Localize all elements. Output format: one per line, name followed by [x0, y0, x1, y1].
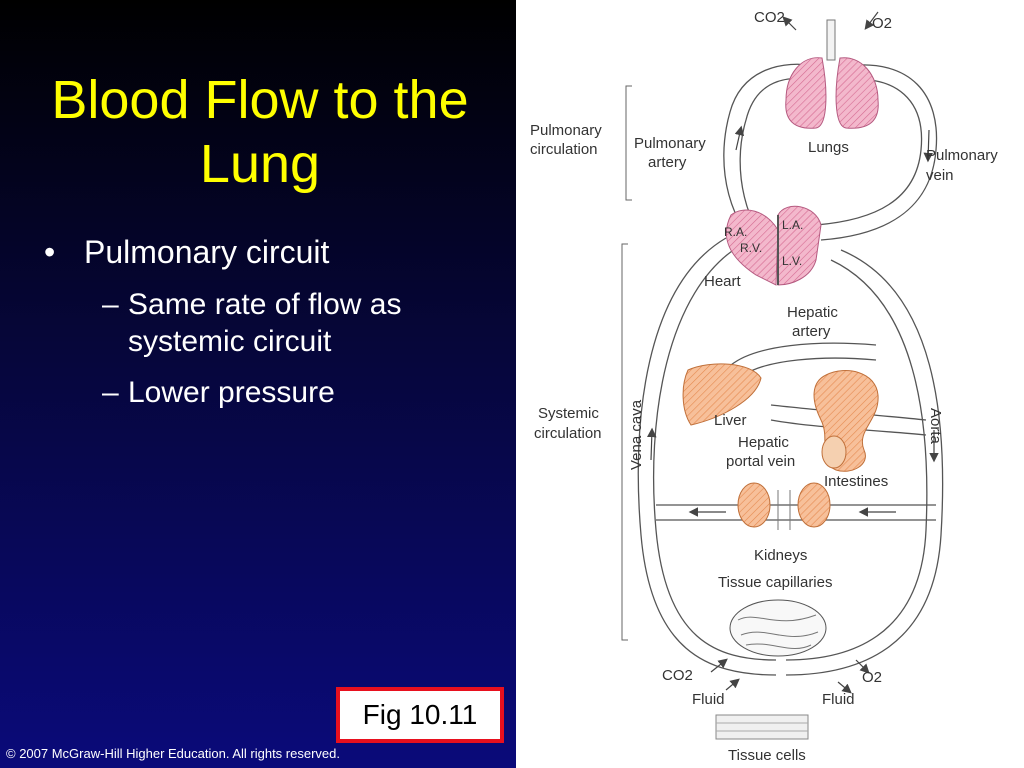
systemic-circulation-label-2: circulation [534, 425, 602, 442]
liver-label: Liver [714, 412, 747, 429]
pulmonary-circulation-label-1: Pulmonary [530, 122, 602, 139]
tissue-capillaries-label: Tissue capillaries [718, 574, 833, 591]
copyright-notice: © 2007 McGraw-Hill Higher Education. All… [6, 746, 340, 761]
intestines-illustration [813, 370, 879, 472]
tissue-capillaries-illustration [729, 599, 827, 657]
heart-label: Heart [704, 273, 742, 290]
slide-title: Blood Flow to the Lung [51, 70, 469, 194]
co2-top-label: CO2 [754, 9, 785, 26]
sub-bullet-same-rate: Same rate of flow as systemic circuit [42, 286, 498, 360]
systemic-circulation-label-1: Systemic [538, 405, 599, 422]
left-ventricle-label: L.V. [782, 254, 802, 268]
flow-arrows [646, 11, 939, 694]
lungs-illustration [785, 19, 879, 129]
pulmonary-circulation-label-2: circulation [530, 141, 598, 158]
lungs-label: Lungs [808, 139, 849, 156]
fluid-left-label: Fluid [692, 691, 725, 708]
o2-bottom-label: O2 [862, 669, 882, 686]
pulmonary-vein-label-1: Pulmonary [926, 147, 998, 164]
fluid-right-label: Fluid [822, 691, 855, 708]
sub-bullet-lower-pressure: Lower pressure [42, 374, 498, 411]
hepatic-artery-label-1: Hepatic [787, 304, 838, 321]
kidneys-illustration [737, 482, 831, 530]
co2-bottom-label: CO2 [662, 667, 693, 684]
left-atrium-label: L.A. [782, 218, 803, 232]
pulmonary-artery-label-1: Pulmonary [634, 135, 706, 152]
circulation-diagram: CO2 O2 Pulmonary circulation Pulmonary a… [530, 9, 998, 764]
intestines-label: Intestines [824, 473, 888, 490]
figure-reference-label: Fig 10.11 [362, 699, 478, 730]
liver-illustration [682, 363, 762, 426]
tissue-cells-illustration [715, 714, 809, 740]
figure-reference-box: Fig 10.11 [336, 687, 504, 743]
aorta-label: Aorta [927, 408, 944, 445]
heart-illustration [725, 205, 822, 286]
circulation-figure: CO2 O2 Pulmonary circulation Pulmonary a… [516, 0, 1024, 768]
bullet-list: Pulmonary circuit Same rate of flow as s… [42, 232, 502, 411]
hepatic-artery-label-2: artery [792, 323, 831, 340]
pulmonary-artery-label-2: artery [648, 154, 687, 171]
bullet-pulmonary-circuit: Pulmonary circuit [42, 232, 502, 272]
right-atrium-label: R.A. [724, 225, 747, 239]
kidneys-label: Kidneys [754, 547, 807, 564]
tissue-cells-label: Tissue cells [728, 747, 806, 764]
hepatic-portal-vein-label-2: portal vein [726, 453, 795, 470]
right-ventricle-label: R.V. [740, 241, 762, 255]
circulation-brackets [621, 85, 632, 641]
o2-top-label: O2 [872, 15, 892, 32]
hepatic-portal-vein-label-1: Hepatic [738, 434, 789, 451]
vena-cava-label: Vena cava [628, 399, 645, 470]
pulmonary-vein-label-2: vein [926, 167, 954, 184]
